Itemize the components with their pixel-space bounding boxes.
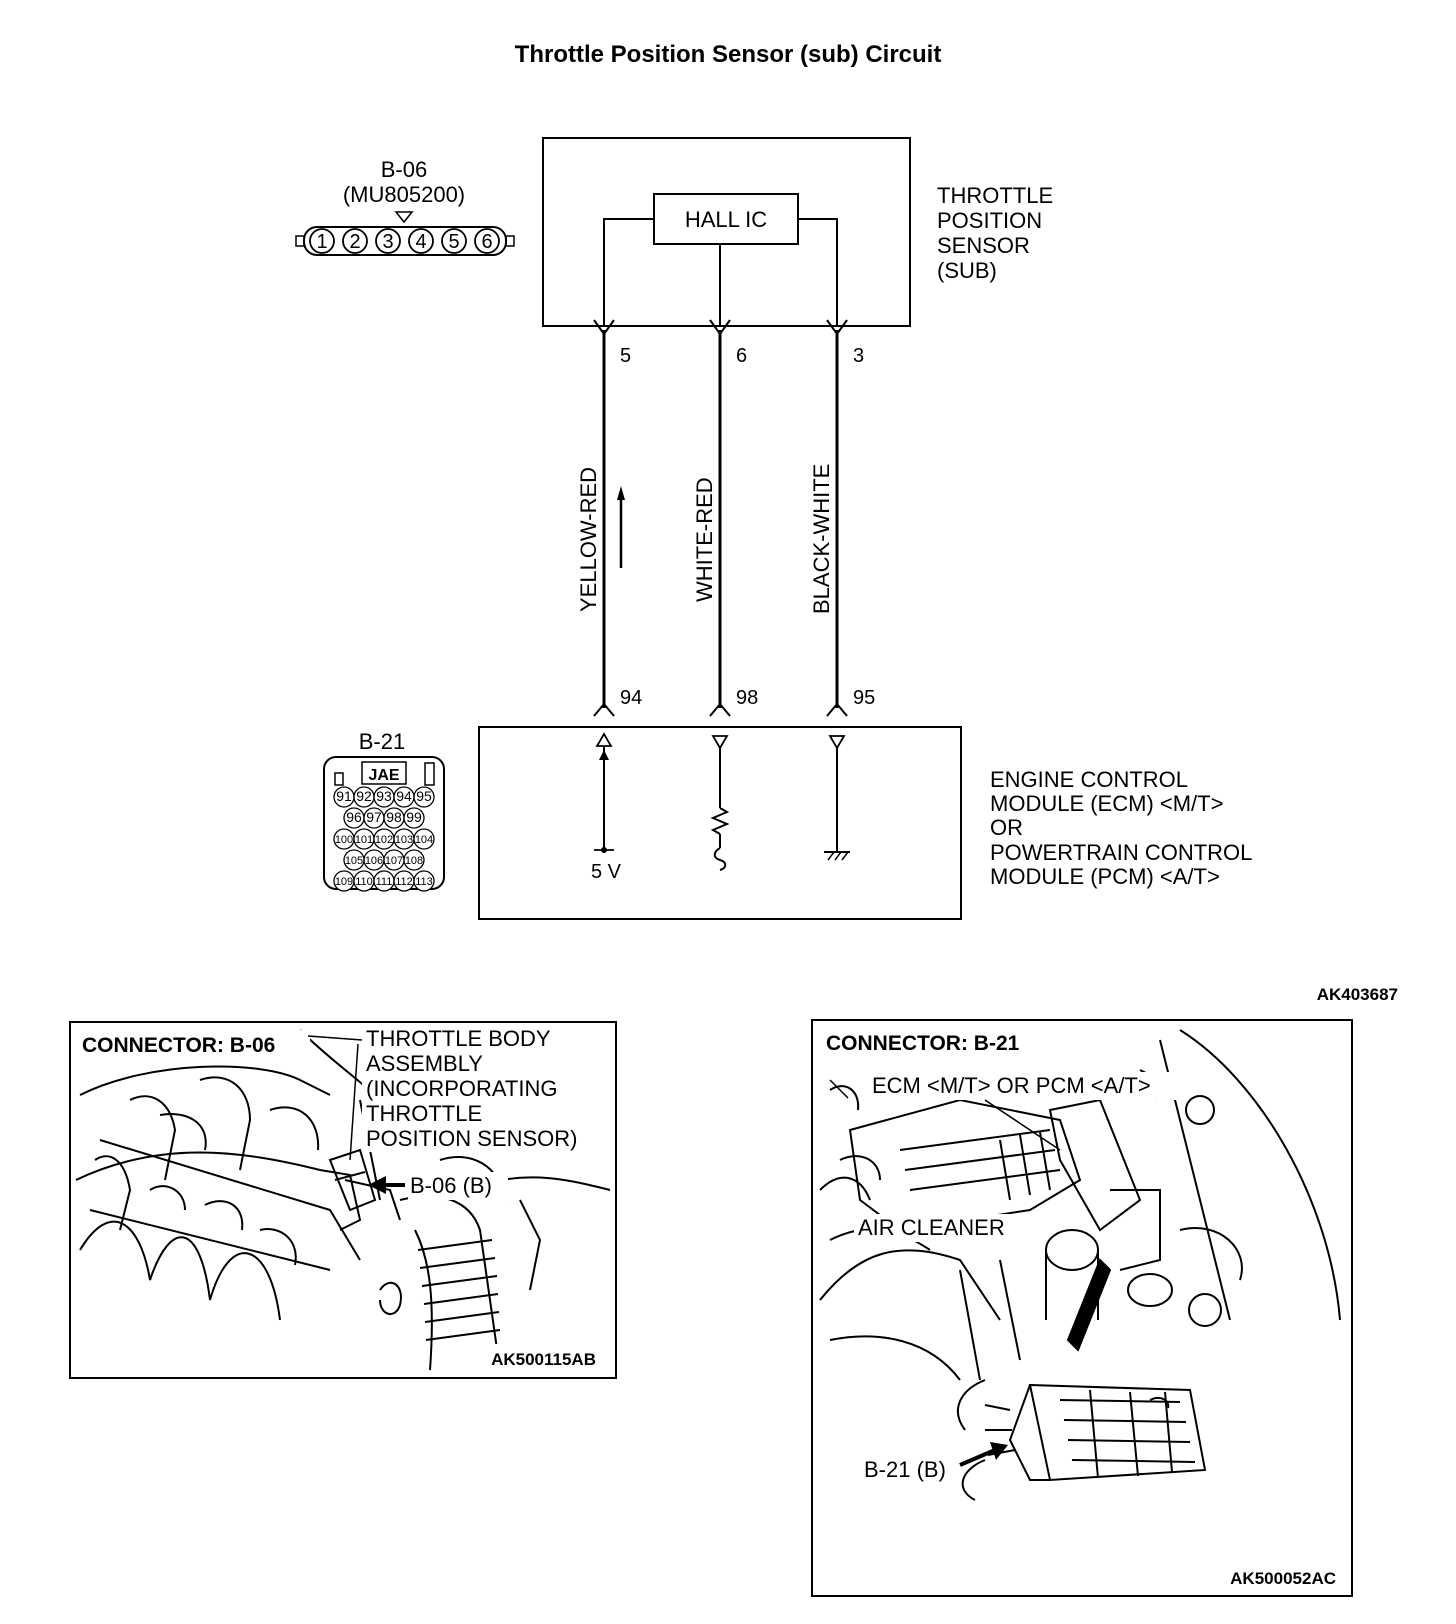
connector-b21-pin-label: 113 bbox=[415, 876, 433, 888]
connector-b21-pin-label: 112 bbox=[395, 876, 413, 888]
wire-ecu-pin: 95 bbox=[853, 687, 875, 709]
connector-b06-pin-label: 4 bbox=[415, 231, 426, 253]
connector-b06-pin bbox=[441, 228, 467, 254]
connector-b21-pin-label: 101 bbox=[355, 834, 373, 846]
panel-b21-pointer-label: B-21 (B) bbox=[864, 1457, 946, 1482]
wire-sensor-pin: 6 bbox=[736, 345, 747, 367]
connector-b21-pin-label: 103 bbox=[395, 834, 413, 846]
connector-b21-pin-label: 93 bbox=[376, 788, 392, 804]
panel-b06-callout-line: THROTTLE BODY bbox=[366, 1026, 551, 1051]
wire-white-red: 6 WHITE-RED 98 bbox=[692, 319, 758, 717]
ecu-label-line: MODULE (ECM) <M/T> bbox=[990, 791, 1223, 816]
sensor-label-line: SENSOR bbox=[937, 233, 1030, 258]
b06-pointer-arrow bbox=[368, 1176, 405, 1194]
signal-direction-arrow bbox=[617, 486, 625, 568]
wire-sensor-pin: 3 bbox=[853, 345, 864, 367]
connector-b21-id: B-21 bbox=[359, 729, 405, 754]
connector-b06-part-number: (MU805200) bbox=[343, 182, 465, 207]
connector-b21-pin-label: 108 bbox=[405, 855, 423, 867]
ecu-label-line: ENGINE CONTROL bbox=[990, 767, 1188, 792]
connector-b21-pin-label: 97 bbox=[366, 809, 382, 825]
connector-b21-pin bbox=[413, 786, 435, 808]
sensor-label: THROTTLE POSITION SENSOR (SUB) bbox=[937, 183, 1053, 283]
connector-b21-pin-label: 91 bbox=[336, 788, 352, 804]
connector-b06-pin-label: 6 bbox=[481, 231, 492, 253]
sensor-box: HALL IC bbox=[542, 137, 911, 327]
connector-b21-pin-label: 99 bbox=[406, 809, 422, 825]
panel-b06-callout-line: (INCORPORATING bbox=[366, 1076, 557, 1101]
connector-b21-pin-label: 96 bbox=[346, 809, 362, 825]
panel-b21-code: AK500052AC bbox=[1230, 1569, 1336, 1588]
sensor-label-line: POSITION bbox=[937, 208, 1042, 233]
wire-sensor-pin: 5 bbox=[620, 345, 631, 367]
connector-b06-pin bbox=[474, 228, 500, 254]
connector-b06-pin bbox=[408, 228, 434, 254]
connector-b06-location-panel: CONNECTOR: B-06 THROTTLE BODY ASSEMBLY (… bbox=[69, 1021, 617, 1379]
connector-b06-id: B-06 bbox=[381, 157, 427, 182]
wire-color-label: WHITE-RED bbox=[692, 477, 717, 602]
connector-b21-pin bbox=[413, 870, 435, 892]
diagram-code: AK403687 bbox=[1317, 985, 1398, 1004]
connector-b21-pin-label: 98 bbox=[386, 809, 402, 825]
ecu-label-line: POWERTRAIN CONTROL bbox=[990, 840, 1252, 865]
connector-b21-pin-label: 100 bbox=[335, 834, 353, 846]
panel-b06-callout-line: POSITION SENSOR) bbox=[366, 1126, 577, 1151]
ecu-5v-supply-label: 5 V bbox=[591, 861, 622, 883]
panel-b21-ecm-label: ECM <M/T> OR PCM <A/T> bbox=[872, 1073, 1151, 1098]
connector-b21-pin bbox=[413, 828, 435, 850]
panel-b06-callout-line: THROTTLE bbox=[366, 1101, 482, 1126]
ecu-label: ENGINE CONTROL MODULE (ECM) <M/T> OR POW… bbox=[990, 767, 1252, 889]
connector-b21-pin-label: 106 bbox=[365, 855, 383, 867]
diagram-title: Throttle Position Sensor (sub) Circuit bbox=[515, 41, 942, 68]
wire-black-white: 3 BLACK-WHITE 95 bbox=[809, 319, 875, 717]
wire-ecu-pin: 98 bbox=[736, 687, 758, 709]
connector-b21-pin bbox=[403, 807, 425, 829]
connector-b06-pin-label: 1 bbox=[316, 231, 327, 253]
wire-ecu-pin: 94 bbox=[620, 687, 642, 709]
connector-b21-pin-label: 104 bbox=[415, 834, 433, 846]
connector-b21-maker: JAE bbox=[368, 767, 399, 784]
connector-b21-pin-label: 110 bbox=[355, 876, 373, 888]
connector-b06-pin-label: 2 bbox=[349, 231, 360, 253]
connector-b06-pin bbox=[342, 228, 368, 254]
ecu-box: 5 V bbox=[478, 726, 962, 920]
wire-color-label: YELLOW-RED bbox=[576, 467, 601, 612]
sensor-label-line: (SUB) bbox=[937, 258, 997, 283]
panel-b06-heading: CONNECTOR: B-06 bbox=[82, 1034, 275, 1057]
connector-b06-pin-label: 5 bbox=[448, 231, 459, 253]
connector-b21-pin-label: 94 bbox=[396, 788, 412, 804]
connector-b21-pin-label: 92 bbox=[356, 788, 372, 804]
connector-b06-pin1-marker bbox=[394, 211, 414, 224]
connector-b21-pin bbox=[403, 849, 425, 871]
b21-pointer-arrow bbox=[959, 1442, 1008, 1467]
ecu-input-resistor bbox=[710, 807, 730, 835]
sensor-label-line: THROTTLE bbox=[937, 183, 1053, 208]
panel-b21-air-cleaner-label: AIR CLEANER bbox=[858, 1215, 1005, 1240]
connector-b21-pin-label: 102 bbox=[375, 834, 393, 846]
connector-b21-location-panel: CONNECTOR: B-21 ECM <M/T> OR PCM <A/T> A… bbox=[811, 1019, 1353, 1597]
connector-b21-pin-label: 111 bbox=[376, 876, 393, 888]
connector-b21-pin-label: 109 bbox=[335, 876, 353, 888]
connector-b21-pin-label: 95 bbox=[416, 788, 432, 804]
wire-color-label: BLACK-WHITE bbox=[809, 464, 834, 614]
connector-b06-pin-label: 3 bbox=[382, 231, 393, 253]
panel-b06-code: AK500115AB bbox=[491, 1350, 596, 1369]
panel-b06-callout-line: ASSEMBLY bbox=[366, 1051, 483, 1076]
connector-b21-pin-label: 107 bbox=[385, 855, 403, 867]
hall-ic-label: HALL IC bbox=[685, 207, 767, 232]
wire-yellow-red: 5 YELLOW-RED 94 bbox=[576, 319, 642, 717]
ecu-label-line: MODULE (PCM) <A/T> bbox=[990, 864, 1220, 889]
connector-b06-pin bbox=[309, 228, 335, 254]
connector-b21-pin-label: 105 bbox=[345, 855, 363, 867]
ecu-label-line: OR bbox=[990, 815, 1023, 840]
connector-b06-pin bbox=[375, 228, 401, 254]
engine-bay-illustration bbox=[819, 1029, 1341, 1501]
harness-wires: 5 YELLOW-RED 94 6 WHITE-RED 98 3 BLACK-W… bbox=[576, 319, 875, 717]
panel-b06-pointer-label: B-06 (B) bbox=[410, 1173, 492, 1198]
panel-b21-heading: CONNECTOR: B-21 bbox=[826, 1032, 1020, 1055]
